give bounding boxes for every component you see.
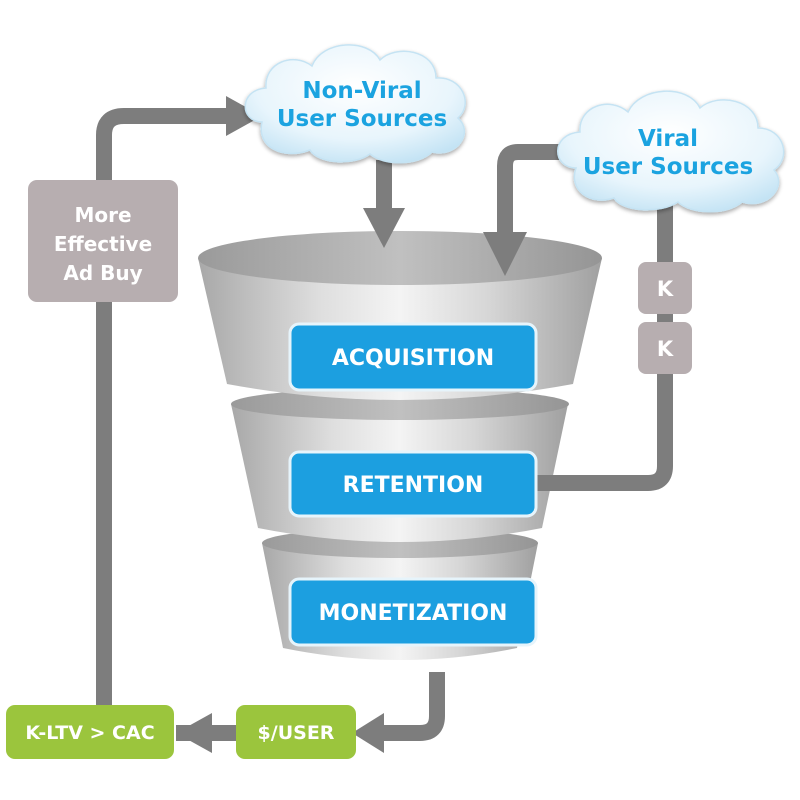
- arrowheads: [176, 96, 527, 753]
- retention-viral-line: [535, 205, 673, 491]
- nonviral-label-line1: Non-Viral: [302, 78, 421, 104]
- retention-box: [288, 450, 538, 518]
- nonviral-cloud: [244, 44, 466, 164]
- ad-buy-box: [28, 180, 178, 302]
- ad-buy-line3: Ad Buy: [63, 261, 142, 285]
- acquisition-box: [288, 322, 538, 392]
- per-user-box: [236, 705, 356, 759]
- ratio-box: [6, 705, 174, 759]
- viral-cloud: [557, 90, 785, 213]
- monetization-box: [288, 577, 538, 647]
- k-badge-2-label: K: [657, 337, 674, 361]
- feedback-loop-line: [96, 108, 232, 705]
- peruser-to-ratio-line: [176, 725, 238, 741]
- acquisition-label: ACQUISITION: [332, 346, 494, 371]
- arrow-into-funnel-left: [363, 208, 405, 248]
- funnel-rim-1: [198, 231, 602, 285]
- arrow-to-per-user: [352, 713, 384, 753]
- ratio-label: K-LTV > CAC: [25, 722, 154, 744]
- k-badge-2: [638, 322, 692, 374]
- viral-label-line2: User Sources: [583, 154, 753, 180]
- retention-label: RETENTION: [343, 473, 484, 498]
- ad-buy-line1: More: [74, 203, 131, 227]
- arrow-to-nonviral-cloud: [226, 96, 262, 136]
- funnel-outflow-line: [380, 672, 445, 741]
- nonviral-label-line2: User Sources: [277, 106, 447, 132]
- connectors: [96, 108, 673, 741]
- viral-label-line1: Viral: [638, 126, 698, 152]
- viral-inflow-line: [497, 144, 560, 238]
- per-user-label: $/USER: [258, 722, 335, 744]
- arrow-into-funnel-right: [483, 232, 527, 276]
- monetization-label: MONETIZATION: [319, 601, 508, 626]
- k-badge-1: [638, 262, 692, 314]
- ad-buy-line2: Effective: [54, 232, 152, 256]
- k-badge-1-label: K: [657, 277, 674, 301]
